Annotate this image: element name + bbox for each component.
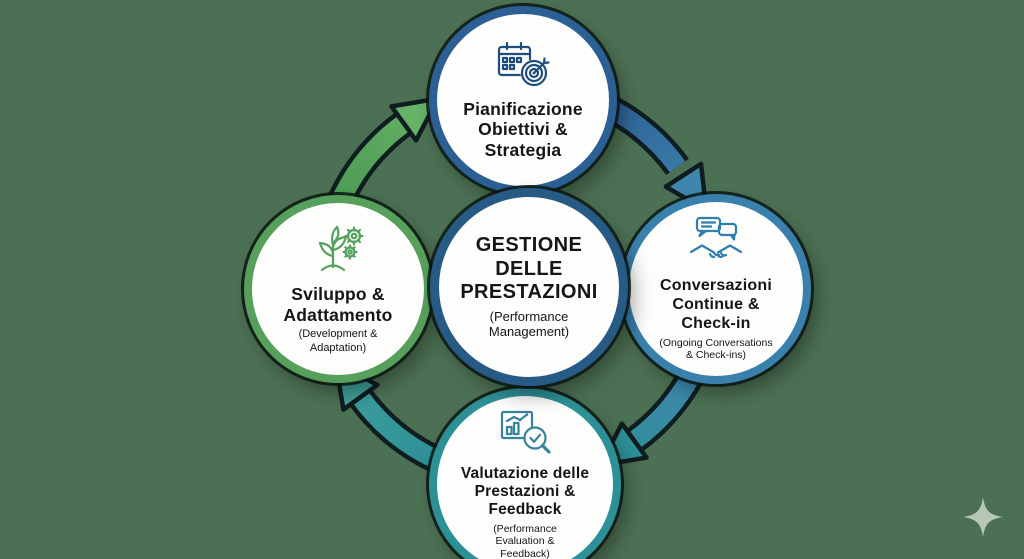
arrow-left-to-top [327,96,441,209]
plant-gears-icon [310,223,366,280]
node-conversations: Conversazioni Continue & Check-in (Ongoi… [621,194,811,384]
center-title: GESTIONE DELLE PRESTAZIONI [460,234,598,304]
node-development-subtitle: (Development & Adaptation) [298,328,378,354]
center-subtitle: (Performance Management) [488,308,570,340]
node-evaluation-title: Valutazione delle Prestazioni & Feedback [460,464,590,519]
sparkle-icon [963,497,1003,542]
node-center-performance-management: GESTIONE DELLE PRESTAZIONI (Performance … [430,188,628,386]
node-conversations-title: Conversazioni Continue & Check-in [660,277,772,332]
node-evaluation-subtitle: (Performance Evaluation & Feedback) [493,522,557,559]
chart-magnifier-icon [496,408,554,461]
node-planning-title: Pianificazione Obiettivi & Strategia [463,98,583,160]
calendar-target-icon [492,40,554,95]
node-conversations-subtitle: (Ongoing Conversations & Check-ins) [659,336,773,362]
node-planning: Pianificazione Obiettivi & Strategia [429,6,617,194]
node-development: Sviluppo & Adattamento (Development & Ad… [244,195,432,383]
node-development-title: Sviluppo & Adattamento [283,284,393,325]
arrow-bottom-to-left [333,360,446,474]
chat-handshake-icon [688,216,744,273]
node-evaluation: Valutazione delle Prestazioni & Feedback… [429,388,621,559]
